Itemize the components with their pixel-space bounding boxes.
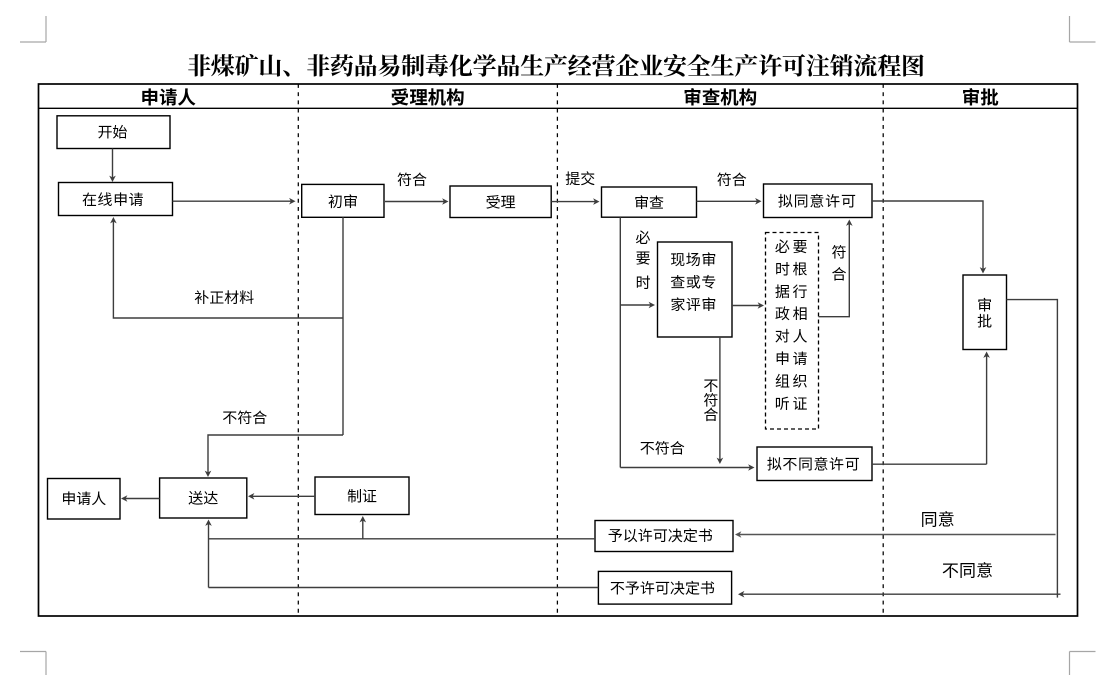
svg-text:时: 时 [635,272,650,293]
svg-text:申请: 申请 [775,348,810,369]
svg-text:制证: 制证 [347,485,377,506]
svg-text:审查: 审查 [634,192,664,213]
svg-text:符: 符 [703,390,718,411]
svg-text:必要: 必要 [775,236,810,257]
svg-text:在线申请: 在线申请 [82,189,144,210]
svg-text:申请人: 申请人 [61,488,106,509]
svg-text:政相: 政相 [775,303,810,324]
svg-text:批: 批 [977,310,992,331]
svg-text:不符合: 不符合 [640,438,685,459]
svg-text:听证: 听证 [775,393,810,414]
svg-text:合: 合 [831,264,846,285]
svg-text:不: 不 [703,375,718,396]
svg-text:组织: 组织 [775,370,810,391]
svg-text:不同意: 不同意 [942,557,993,582]
svg-text:补正材料: 补正材料 [194,287,254,308]
svg-text:符合: 符合 [717,169,747,190]
svg-text:审批: 审批 [962,84,1000,110]
svg-text:对人: 对人 [775,326,810,347]
svg-text:非煤矿山、非药品易制毒化学品生产经营企业安全生产许可注销流程: 非煤矿山、非药品易制毒化学品生产经营企业安全生产许可注销流程图 [187,47,925,82]
svg-text:拟不同意许可: 拟不同意许可 [767,454,860,475]
svg-text:现场审: 现场审 [670,249,717,270]
svg-text:时根: 时根 [775,258,810,279]
svg-text:提交: 提交 [565,168,595,189]
svg-text:申请人: 申请人 [141,84,197,110]
svg-text:必: 必 [635,227,650,248]
svg-text:不予许可决定书: 不予许可决定书 [610,577,715,598]
svg-text:审: 审 [977,294,992,315]
svg-text:予以许可决定书: 予以许可决定书 [608,525,713,546]
svg-text:不符合: 不符合 [222,407,267,428]
svg-text:同意: 同意 [921,506,955,531]
svg-text:审查机构: 审查机构 [683,84,757,110]
svg-text:开始: 开始 [97,122,127,143]
svg-text:送达: 送达 [188,488,218,509]
svg-text:要: 要 [635,248,650,269]
svg-text:符合: 符合 [397,169,427,190]
svg-text:符: 符 [831,242,846,263]
svg-text:家评审: 家评审 [670,294,717,315]
svg-text:查或专: 查或专 [670,272,717,293]
svg-text:合: 合 [703,404,718,425]
svg-text:据行: 据行 [775,281,810,302]
svg-text:受理: 受理 [486,192,516,213]
svg-text:初审: 初审 [328,191,358,212]
svg-text:受理机构: 受理机构 [391,84,465,110]
svg-text:拟同意许可: 拟同意许可 [778,191,857,212]
